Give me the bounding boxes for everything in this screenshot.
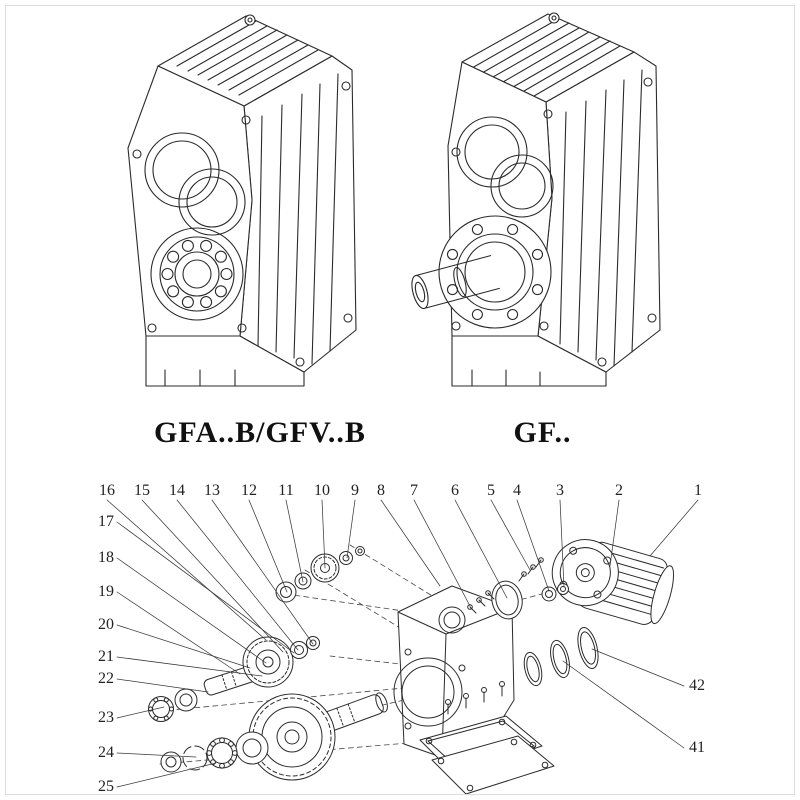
leader-lines (106, 499, 699, 788)
part-number-label: 22 (98, 670, 114, 687)
right-gearbox-drawing (411, 12, 661, 387)
part-number-label: 42 (689, 677, 705, 694)
part-number-label: 12 (241, 482, 257, 499)
part-number-label: 17 (98, 513, 114, 530)
part-number-label: 8 (377, 482, 385, 499)
output-shaft (411, 255, 500, 310)
part-number-label: 6 (451, 482, 459, 499)
part-number-label: 14 (169, 482, 185, 499)
part-number-label: 18 (98, 549, 114, 566)
cover-plates (419, 681, 555, 795)
output-gear-train (160, 692, 388, 781)
part-number-label: 24 (98, 744, 114, 761)
part-number-label: 5 (487, 482, 495, 499)
retaining-rings (523, 627, 599, 687)
bearing-rollers (161, 239, 233, 309)
part-number-label: 20 (98, 616, 114, 633)
part-number-label: 11 (278, 482, 294, 499)
part-number-label: 25 (98, 778, 114, 795)
part-number-label: 2 (615, 482, 623, 499)
part-number-label: 23 (98, 709, 114, 726)
part-number-label: 3 (556, 482, 564, 499)
input-gear-parts (275, 546, 365, 603)
model-caption-left: GFA..B/GFV..B (154, 416, 366, 449)
part-number-label: 41 (689, 739, 705, 756)
part-number-label: 16 (99, 482, 115, 499)
part-number-label: 7 (410, 482, 418, 499)
part-number-label: 1 (694, 482, 702, 499)
part-number-label: 4 (513, 482, 521, 499)
part-number-label: 21 (98, 648, 114, 665)
part-number-label: 10 (314, 482, 330, 499)
left-gearbox-drawing (127, 14, 357, 387)
exploded-view-drawing (106, 499, 699, 795)
model-caption-right: GF.. (513, 416, 572, 449)
input-small-parts (467, 557, 569, 620)
flange-bolt-holes (446, 223, 544, 321)
part-number-label: 19 (98, 583, 114, 600)
part-number-label: 9 (351, 482, 359, 499)
part-number-label: 15 (134, 482, 150, 499)
part-number-label: 13 (204, 482, 220, 499)
